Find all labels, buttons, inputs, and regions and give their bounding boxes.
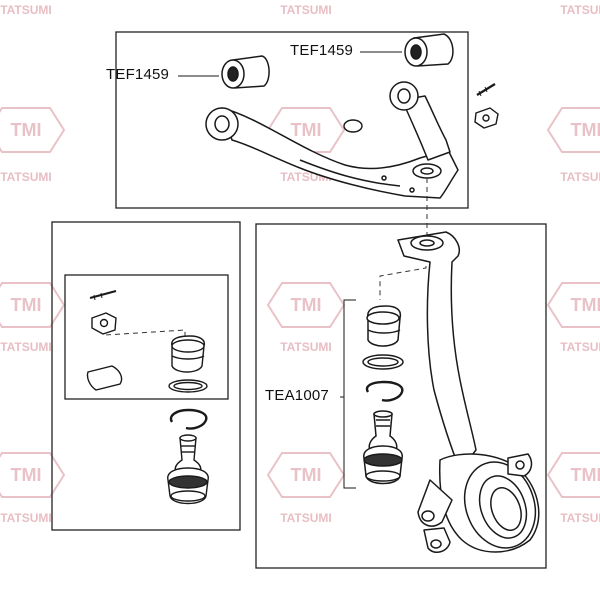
bushing-right	[404, 33, 454, 67]
watermark-brand-text: TATSUMI	[0, 340, 52, 354]
upper-small-parts	[343, 83, 499, 133]
tmi-logo-icon: TMI	[0, 282, 66, 328]
watermark-logo-text: TMI	[11, 295, 42, 315]
steering-knuckle	[397, 231, 540, 553]
part-number-label: TEF1459	[106, 66, 170, 83]
watermark-logo-text: TMI	[571, 465, 600, 485]
tmi-logo-icon: TMI	[546, 282, 600, 328]
tmi-logo-icon: TMI	[266, 452, 346, 498]
watermark-brand-text: TATSUMI	[280, 340, 332, 354]
watermark-brand-text: TATSUMI	[560, 340, 600, 354]
watermark-brand-text: TATSUMI	[560, 3, 600, 17]
watermark-brand-text: TATSUMI	[0, 511, 52, 525]
watermark-logo-text: TMI	[571, 295, 600, 315]
tmi-logo-icon: TMI	[266, 282, 346, 328]
watermark-brand-text: TATSUMI	[280, 3, 332, 17]
left-inner-frame	[64, 274, 229, 400]
watermark-layer: TMI TMI TMI TMI TMI TMI TMI TMI TMI TATSUMI TATSUM…	[0, 3, 600, 525]
watermark-brand-text: TATSUMI	[0, 3, 52, 17]
left-inset-frame	[51, 221, 241, 531]
watermark-brand-text: TATSUMI	[560, 511, 600, 525]
circlip	[365, 380, 404, 402]
watermark-logo-text: TMI	[291, 465, 322, 485]
cap-piece	[343, 119, 363, 133]
tmi-logo-icon: TMI	[546, 452, 600, 498]
watermark-logo-text: TMI	[571, 120, 600, 140]
watermark-logo-text: TMI	[11, 120, 42, 140]
tmi-logo-icon: TMI	[0, 452, 66, 498]
tmi-logo-icon: TMI	[546, 107, 600, 153]
knuckle-frame	[255, 223, 547, 569]
upper-arm-frame	[115, 31, 469, 209]
leader-lines	[178, 51, 402, 489]
part-number-label: TEA1007	[265, 387, 329, 404]
ball-joint-exploded	[362, 305, 404, 485]
tmi-logo-icon: TMI	[0, 107, 66, 153]
watermark-logo-text: TMI	[11, 465, 42, 485]
part-number-label: TEF1459	[290, 42, 354, 59]
watermark-brand-text: TATSUMI	[280, 511, 332, 525]
watermark-brand-text: TATSUMI	[560, 170, 600, 184]
upper-control-arm	[205, 81, 459, 199]
watermark-logo-text: TMI	[291, 120, 322, 140]
watermark-brand-text: TATSUMI	[0, 170, 52, 184]
left-inset-parts	[86, 289, 209, 505]
watermark-logo-text: TMI	[291, 295, 322, 315]
bushing-left	[221, 55, 270, 89]
frames	[51, 31, 547, 569]
